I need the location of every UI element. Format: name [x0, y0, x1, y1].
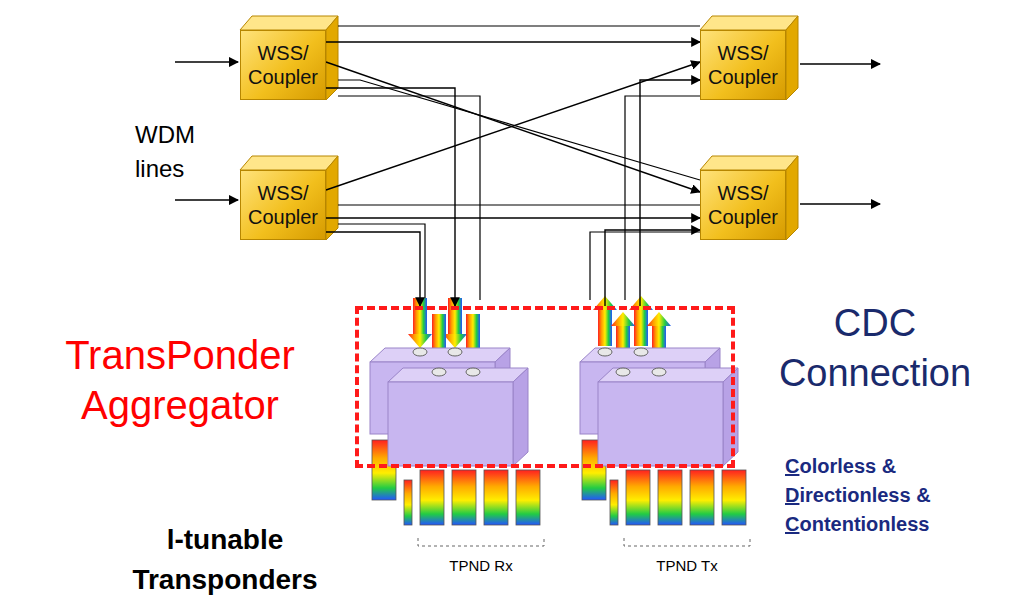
aggregator-boxes — [370, 348, 738, 466]
label-holder: Colorless & — [785, 452, 1010, 481]
tpnd-label: TPND Tx — [637, 556, 737, 576]
fibre-connector — [326, 232, 420, 306]
feature-line: Colorless & — [785, 452, 1010, 481]
box-label: WSS/ Coupler — [247, 41, 319, 89]
fibre-connector — [326, 62, 700, 190]
label-holder: Contentionless — [785, 510, 1010, 539]
fibre-connector — [640, 80, 700, 306]
feature-line: Contentionless — [785, 510, 1010, 539]
transponder-label: l-tunable Transponders — [100, 520, 350, 600]
wss-coupler-box: WSS/ Coupler — [700, 30, 786, 100]
wss-coupler-box: WSS/ Coupler — [240, 30, 326, 100]
transponder-bars-front — [404, 480, 618, 525]
wss-coupler-box: WSS/ Coupler — [700, 170, 786, 240]
label-holder: Directionless & — [785, 481, 1010, 510]
box-label: WSS/ Coupler — [707, 181, 779, 229]
box-label: WSS/ Coupler — [247, 181, 319, 229]
fibre-connector — [326, 88, 455, 306]
fibre-connector — [326, 41, 700, 42]
title-label: CDC Connection — [740, 298, 1010, 398]
wss-coupler-box: WSS/ Coupler — [240, 170, 326, 240]
fibre-connector — [605, 230, 700, 306]
fibre-lines — [338, 26, 700, 300]
wss-3d-faces — [240, 16, 798, 240]
feature-line: Directionless & — [785, 481, 1010, 510]
fibre-connector — [326, 62, 700, 192]
aggregator-heading: TransPonder Aggregator — [15, 330, 345, 430]
fibre-connector — [326, 217, 700, 218]
line-label: WDM lines — [135, 118, 245, 186]
transponder-aggregator: TransPonder Aggregator — [355, 306, 735, 468]
tpnd-label: TPND Rx — [431, 556, 531, 576]
tpnd-brackets — [418, 538, 750, 546]
box-label: WSS/ Coupler — [707, 41, 779, 89]
